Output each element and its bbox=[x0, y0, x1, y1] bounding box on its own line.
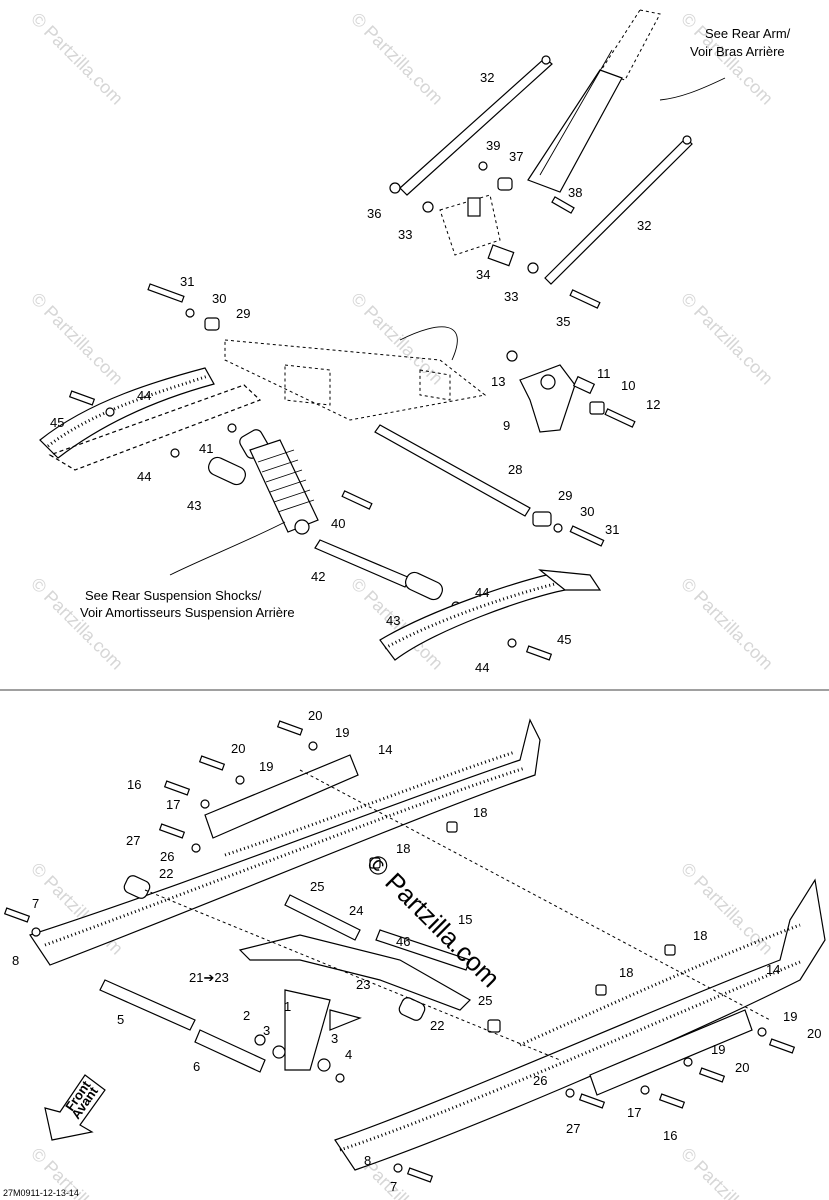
callout: 3 bbox=[331, 1031, 338, 1046]
callout: 11 bbox=[597, 366, 611, 381]
callout: 25 bbox=[478, 993, 492, 1008]
callout: 20 bbox=[308, 708, 322, 723]
bottom-assembly bbox=[3, 718, 826, 1183]
watermark: © Partzilla.com bbox=[347, 289, 447, 389]
callout: 7 bbox=[390, 1179, 397, 1194]
callout: 23 bbox=[356, 977, 370, 992]
callout: 4 bbox=[345, 1047, 352, 1062]
note-shocks-fr: Voir Amortisseurs Suspension Arrière bbox=[80, 605, 295, 620]
callout: 26 bbox=[533, 1073, 547, 1088]
callout: 16 bbox=[663, 1128, 677, 1143]
callout: 15 bbox=[458, 912, 472, 927]
callout: 45 bbox=[557, 632, 571, 647]
callout: 44 bbox=[137, 469, 151, 484]
callout: 27 bbox=[126, 833, 140, 848]
callout: 44 bbox=[475, 660, 489, 675]
callout: 33 bbox=[398, 227, 412, 242]
callout: 39 bbox=[486, 138, 500, 153]
watermark: © Partzilla.com bbox=[677, 1144, 777, 1200]
callout: 6 bbox=[193, 1059, 200, 1074]
callout: 29 bbox=[558, 488, 572, 503]
callout: 8 bbox=[364, 1153, 371, 1168]
callout: 20 bbox=[735, 1060, 749, 1075]
callout: 14 bbox=[378, 742, 392, 757]
callout: 24 bbox=[349, 903, 363, 918]
callout: 19 bbox=[335, 725, 349, 740]
callout: 37 bbox=[509, 149, 523, 164]
callout: 36 bbox=[367, 206, 381, 221]
callout: 33 bbox=[504, 289, 518, 304]
callout: 22 bbox=[430, 1018, 444, 1033]
callouts-top: 32 39 37 36 33 38 32 34 33 35 31 30 29 1… bbox=[50, 70, 660, 675]
callout: 31 bbox=[180, 274, 194, 289]
callout: 22 bbox=[159, 866, 173, 881]
callout: 17 bbox=[166, 797, 180, 812]
callout: 1 bbox=[284, 999, 291, 1014]
callout: 38 bbox=[568, 185, 582, 200]
callout: 10 bbox=[621, 378, 635, 393]
note-rear-arm-fr: Voir Bras Arrière bbox=[690, 44, 785, 59]
callout: 46 bbox=[396, 934, 410, 949]
watermark: © Partzilla.com bbox=[347, 9, 447, 109]
callout: 45 bbox=[50, 415, 64, 430]
callout: 2 bbox=[243, 1008, 250, 1023]
callout: 44 bbox=[137, 388, 151, 403]
callout: 42 bbox=[311, 569, 325, 584]
callout: 17 bbox=[627, 1105, 641, 1120]
callout: 20 bbox=[231, 741, 245, 756]
callout: 27 bbox=[566, 1121, 580, 1136]
front-arrow-icon: Front Avant bbox=[44, 1074, 106, 1141]
callout: 18 bbox=[473, 805, 487, 820]
callout: 19 bbox=[711, 1042, 725, 1057]
callout: 41 bbox=[199, 441, 213, 456]
watermark: © Partzilla.com bbox=[27, 9, 127, 109]
callout: 29 bbox=[236, 306, 250, 321]
watermark: © Partzilla.com bbox=[27, 289, 127, 389]
top-assembly bbox=[39, 9, 726, 661]
drawing-code: 27M0911-12-13-14 bbox=[3, 1188, 79, 1198]
callout: 25 bbox=[310, 879, 324, 894]
callout: 32 bbox=[480, 70, 494, 85]
callout: 34 bbox=[476, 267, 490, 282]
callout: 19 bbox=[783, 1009, 797, 1024]
watermark: © Partzilla.com bbox=[677, 289, 777, 389]
callout: 5 bbox=[117, 1012, 124, 1027]
callout: 35 bbox=[556, 314, 570, 329]
callout: 18 bbox=[396, 841, 410, 856]
callout: 28 bbox=[508, 462, 522, 477]
callout: 16 bbox=[127, 777, 141, 792]
callout: 26 bbox=[160, 849, 174, 864]
callout: 21➔23 bbox=[189, 970, 229, 985]
callout: 12 bbox=[646, 397, 660, 412]
callout: 18 bbox=[619, 965, 633, 980]
callout: 7 bbox=[32, 896, 39, 911]
callout: 30 bbox=[580, 504, 594, 519]
callout: 30 bbox=[212, 291, 226, 306]
callout: 43 bbox=[187, 498, 201, 513]
callout: 19 bbox=[259, 759, 273, 774]
callouts-bottom: 20 19 20 19 14 16 17 18 27 26 18 22 25 2… bbox=[12, 708, 821, 1194]
callout: 9 bbox=[503, 418, 510, 433]
callout: 18 bbox=[693, 928, 707, 943]
callout: 43 bbox=[386, 613, 400, 628]
callout: 40 bbox=[331, 516, 345, 531]
callout: 13 bbox=[491, 374, 505, 389]
callout: 31 bbox=[605, 522, 619, 537]
callout: 20 bbox=[807, 1026, 821, 1041]
watermark: © Partzilla.com bbox=[677, 859, 777, 959]
callout: 44 bbox=[475, 585, 489, 600]
callout: 3 bbox=[263, 1023, 270, 1038]
note-rear-arm: See Rear Arm/ bbox=[705, 26, 791, 41]
callout: 8 bbox=[12, 953, 19, 968]
callout: 14 bbox=[766, 962, 780, 977]
watermark: © Partzilla.com bbox=[677, 574, 777, 674]
note-shocks: See Rear Suspension Shocks/ bbox=[85, 588, 262, 603]
callout: 32 bbox=[637, 218, 651, 233]
